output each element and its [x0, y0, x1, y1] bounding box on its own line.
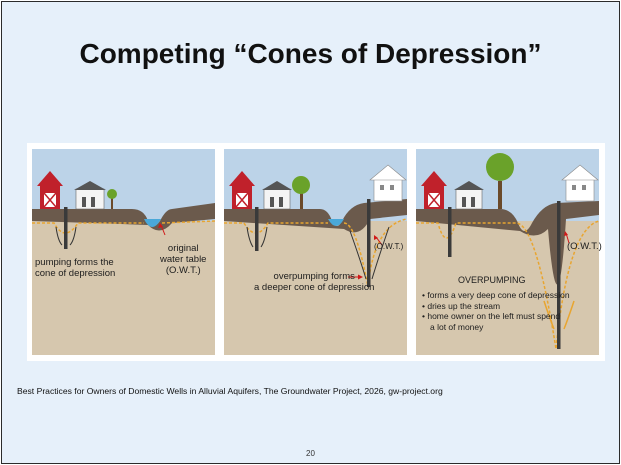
panel-overpumping-illustration	[224, 149, 407, 355]
bullet-item: dries up the stream	[422, 301, 570, 312]
bullet-item: forms a very deep cone of depression	[422, 290, 569, 301]
pumping-label: pumping forms the cone of depression	[35, 257, 116, 279]
page-number: 20	[306, 449, 315, 458]
citation: Best Practices for Owners of Domestic We…	[17, 386, 443, 396]
stream-icon	[328, 219, 344, 226]
white-house-icon	[369, 164, 407, 202]
overpumping-label: overpumping forms a deeper cone of depre…	[254, 271, 375, 293]
house-icon	[262, 181, 292, 210]
white-house-icon	[561, 164, 599, 202]
panel-pumping-illustration	[32, 149, 215, 355]
owt-label: original water table (O.W.T.)	[160, 243, 207, 276]
panel-very-deep-cone: (O.W.T.) OVERPUMPING forms a very deep c…	[416, 149, 602, 355]
tree-icon	[486, 153, 514, 209]
barn-icon	[37, 171, 63, 209]
barn-icon	[421, 171, 447, 209]
barn-icon	[229, 171, 255, 209]
diagram-figure: pumping forms the cone of depression ori…	[27, 143, 605, 361]
tree-icon	[292, 176, 310, 209]
bullet-item: home owner on the left must spend	[422, 311, 570, 322]
owt-label: (O.W.T.)	[374, 242, 404, 251]
overpumping-heading: OVERPUMPING	[458, 275, 526, 285]
owt-label: (O.W.T.)	[567, 241, 602, 252]
house-icon	[74, 181, 106, 210]
overpumping-bullets: forms a very deep cone of depression dri…	[422, 290, 570, 332]
panel-pumping: pumping forms the cone of depression ori…	[32, 149, 215, 355]
house-icon	[454, 181, 484, 210]
stream-icon	[144, 219, 161, 227]
slide-title: Competing “Cones of Depression”	[79, 38, 542, 69]
bullet-item: a lot of money	[430, 321, 484, 332]
panel-overpumping: (O.W.T.) overpumping forms a deeper cone…	[224, 149, 407, 355]
tree-icon	[107, 189, 117, 209]
